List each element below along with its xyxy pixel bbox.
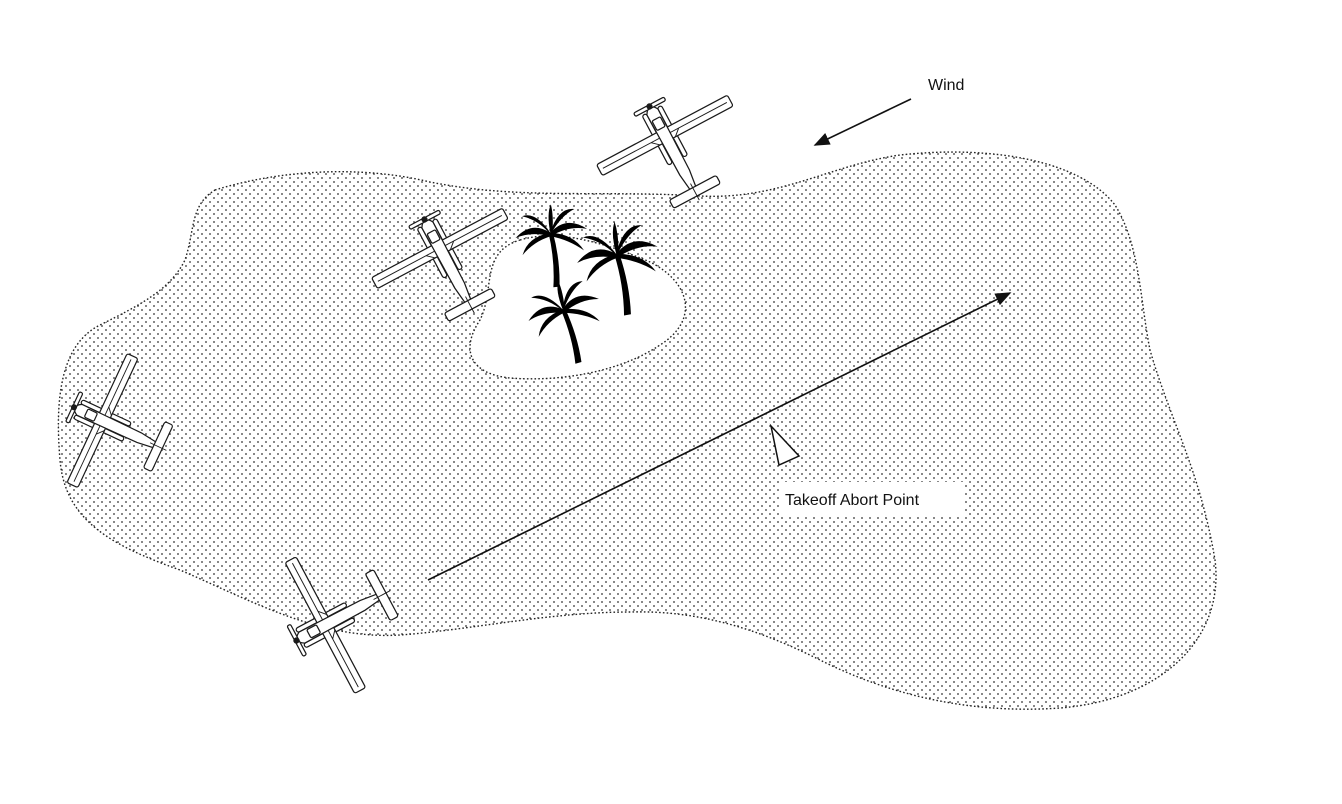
abort-point-marker-icon bbox=[769, 423, 801, 467]
lake-water bbox=[57, 151, 1217, 710]
wind-label: Wind bbox=[928, 77, 964, 94]
takeoff-path-arrow-icon bbox=[427, 292, 1012, 581]
abort-label-background bbox=[779, 482, 965, 516]
island bbox=[469, 235, 687, 380]
abort-point-label: Takeoff Abort Point bbox=[785, 492, 920, 509]
wind-arrow-icon bbox=[813, 98, 912, 146]
